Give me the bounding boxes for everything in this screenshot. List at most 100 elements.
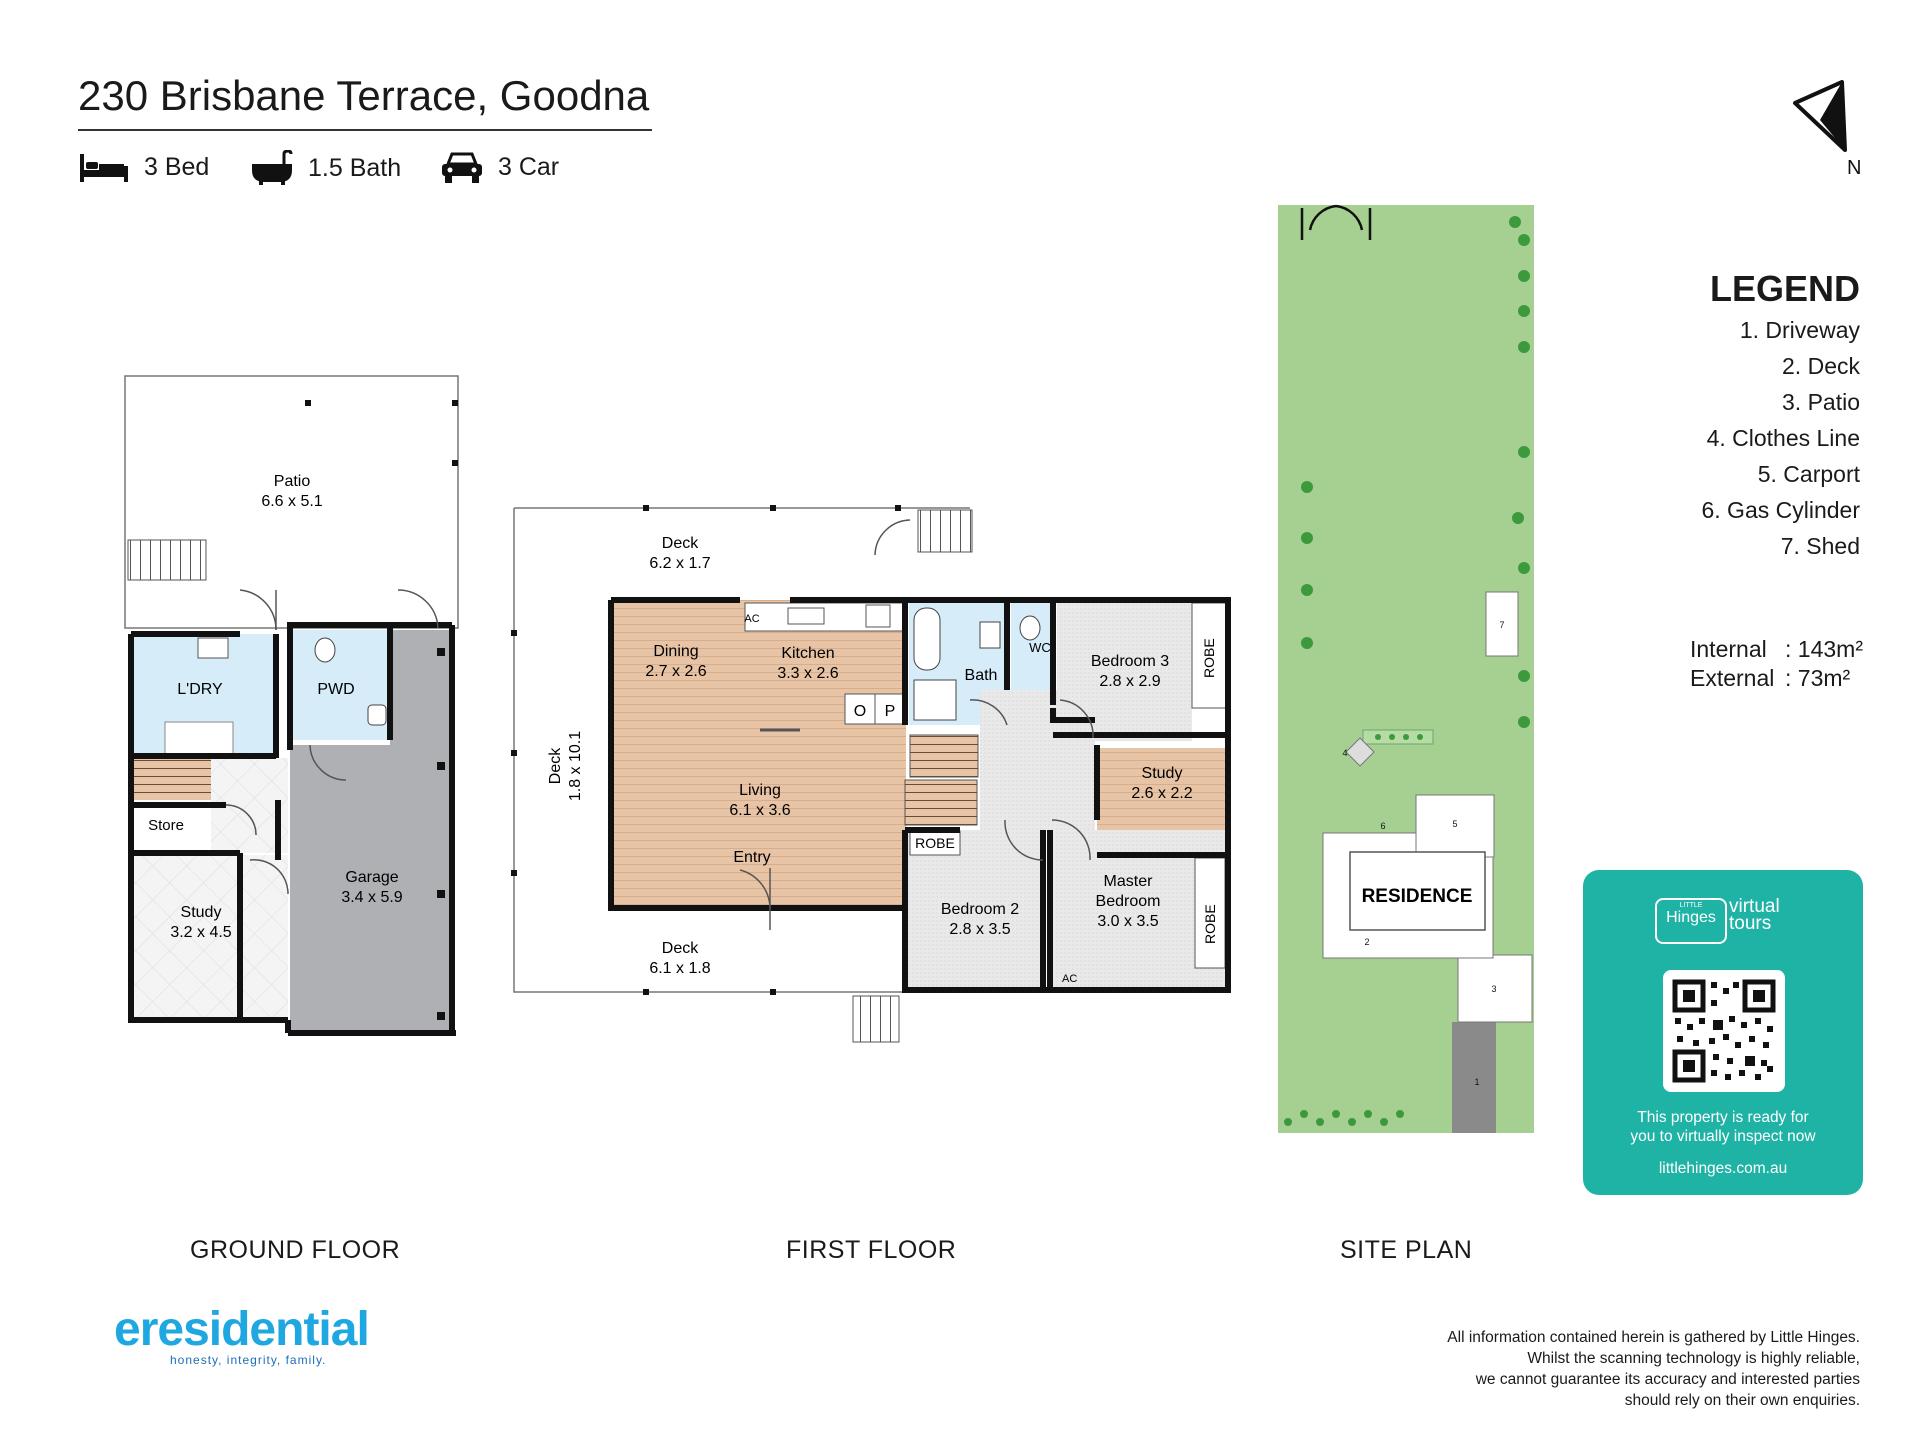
ground-study-label: Study bbox=[181, 904, 222, 921]
trees bbox=[1284, 216, 1530, 1126]
ground-floor-label: GROUND FLOOR bbox=[190, 1236, 401, 1264]
bedroom3-label: Bedroom 3 bbox=[1091, 653, 1169, 670]
deck-top-dim: 6.2 x 1.7 bbox=[649, 555, 710, 572]
bed-count: 3 Bed bbox=[144, 152, 210, 181]
disclaimer-line: we cannot guarantee its accuracy and int… bbox=[1475, 1371, 1860, 1388]
bath-feature: 1.5 Bath bbox=[250, 150, 401, 186]
kitchen-label: Kitchen bbox=[781, 645, 834, 662]
site-marker: 6 bbox=[1380, 821, 1385, 831]
qr-code[interactable] bbox=[1663, 970, 1785, 1092]
brand-line1: virtual bbox=[1729, 896, 1780, 917]
car-count: 3 Car bbox=[498, 152, 560, 181]
first-study-label: Study bbox=[1142, 765, 1183, 782]
bedroom3-dim: 2.8 x 2.9 bbox=[1099, 673, 1160, 690]
hinges-logo-box: LITTLE Hinges bbox=[1655, 898, 1727, 944]
property-address-title: 230 Brisbane Terrace, Goodna bbox=[78, 72, 650, 119]
bath-count: 1.5 Bath bbox=[308, 153, 402, 182]
external-area-value: : 73m² bbox=[1785, 665, 1851, 691]
site-marker: 3 bbox=[1491, 984, 1496, 994]
site-marker: 5 bbox=[1452, 819, 1457, 829]
deck-side-label: Deck bbox=[547, 747, 564, 784]
entry-label: Entry bbox=[733, 849, 770, 866]
legend-list: 1. Driveway 2. Deck 3. Patio 4. Clothes … bbox=[1701, 312, 1860, 564]
brand-line2: tours bbox=[1729, 913, 1772, 934]
wc-label: WC bbox=[1029, 640, 1051, 655]
living-label: Living bbox=[739, 782, 781, 799]
patio-area bbox=[124, 375, 459, 629]
garage-room bbox=[290, 745, 452, 1033]
master-dim: 3.0 x 3.5 bbox=[1097, 913, 1158, 930]
vt-message: This property is ready for you to virtua… bbox=[1583, 1108, 1863, 1146]
deck-stairs-bottom bbox=[852, 995, 900, 1043]
living-dim: 6.1 x 3.6 bbox=[729, 802, 790, 819]
dining-label: Dining bbox=[653, 643, 698, 660]
bedroom-2 bbox=[908, 830, 1043, 990]
car-feature: 3 Car bbox=[440, 150, 559, 184]
legend-item: 5. Carport bbox=[1757, 461, 1860, 487]
site-plan: RESIDENCE 1 2 3 4 5 6 7 bbox=[1278, 204, 1534, 1133]
deck-side-dim: 1.8 x 10.1 bbox=[567, 731, 584, 801]
first-floor-plan: Deck 6.2 x 1.7 Deck 1.8 x 10.1 Dining 2.… bbox=[511, 505, 1231, 1043]
site-marker: 1 bbox=[1474, 1077, 1479, 1087]
site-marker: 7 bbox=[1499, 620, 1504, 630]
first-study-dim: 2.6 x 2.2 bbox=[1131, 785, 1192, 802]
bed-icon bbox=[80, 154, 128, 182]
kitchen-ac-label: AC bbox=[744, 613, 759, 625]
deck-stairs-top bbox=[917, 509, 973, 553]
vt-message-line1: This property is ready for bbox=[1637, 1109, 1809, 1126]
north-arrow-icon: N bbox=[1793, 80, 1861, 179]
qr-code-icon bbox=[1672, 979, 1776, 1083]
store-label: Store bbox=[148, 817, 184, 834]
bed-feature: 3 Bed bbox=[78, 150, 209, 184]
external-area-label: External bbox=[1690, 665, 1775, 691]
ground-floor-plan: Patio 6.6 x 5.1 L'DRY PWD Store Study 3.… bbox=[124, 375, 459, 1036]
first-floor-label: FIRST FLOOR bbox=[786, 1236, 957, 1264]
legend-item: 2. Deck bbox=[1782, 353, 1860, 379]
shed bbox=[1485, 591, 1519, 657]
legend-item: 3. Patio bbox=[1782, 389, 1860, 415]
legend-item: 6. Gas Cylinder bbox=[1701, 497, 1860, 523]
agency-tagline: honesty, integrity, family. bbox=[170, 1353, 327, 1367]
brand-name: Hinges bbox=[1666, 909, 1716, 926]
site-plan-label: SITE PLAN bbox=[1340, 1236, 1473, 1264]
internal-area-value: : 143m² bbox=[1785, 636, 1863, 662]
deck-bottom-dim: 6.1 x 1.8 bbox=[649, 960, 710, 977]
store-room bbox=[131, 805, 226, 853]
ground-study-room bbox=[131, 855, 288, 1017]
deck-bottom-label: Deck bbox=[662, 940, 699, 957]
internal-area-label: Internal bbox=[1690, 636, 1767, 662]
patio-dim: 6.6 x 5.1 bbox=[261, 493, 322, 510]
driveway bbox=[1452, 1022, 1496, 1133]
brand-tagline: virtual tours bbox=[1729, 896, 1780, 934]
bedroom2-dim: 2.8 x 3.5 bbox=[949, 921, 1010, 938]
living-dining-floor bbox=[611, 600, 906, 908]
ground-stairs bbox=[131, 758, 211, 800]
disclaimer-line: All information contained herein is gath… bbox=[1447, 1329, 1860, 1346]
dining-dim: 2.7 x 2.6 bbox=[645, 663, 706, 680]
patio-label: Patio bbox=[274, 473, 311, 490]
legend-item: 4. Clothes Line bbox=[1706, 425, 1860, 451]
bathtub-icon bbox=[252, 150, 293, 185]
vt-url-link[interactable]: littlehinges.com.au bbox=[1658, 1160, 1788, 1177]
north-compass: N bbox=[1790, 78, 1861, 183]
agency-logo: eresidential bbox=[114, 1302, 370, 1357]
patio-stairs bbox=[127, 539, 207, 581]
car-icon bbox=[442, 152, 482, 183]
master-label-line2: Bedroom bbox=[1096, 893, 1161, 910]
robe-label: ROBE bbox=[1201, 638, 1217, 678]
bedroom2-label: Bedroom 2 bbox=[941, 901, 1019, 918]
virtual-tour-card[interactable]: LITTLE Hinges virtual tours Thi bbox=[1583, 870, 1863, 1195]
legend-item: 1. Driveway bbox=[1739, 317, 1860, 343]
fridge-o-label: O bbox=[854, 703, 866, 720]
vt-message-line2: you to virtually inspect now bbox=[1630, 1128, 1816, 1145]
robe-label: ROBE bbox=[1202, 904, 1218, 944]
brand-small: LITTLE bbox=[1679, 902, 1703, 909]
master-label-line1: Master bbox=[1104, 873, 1154, 890]
disclaimer-line: should rely on their own enquiries. bbox=[1624, 1392, 1860, 1409]
legend-item: 7. Shed bbox=[1780, 533, 1860, 559]
legend-heading: LEGEND bbox=[1709, 268, 1860, 309]
agency-logo-text: eresidential bbox=[114, 1303, 370, 1356]
site-marker: 4 bbox=[1342, 748, 1347, 758]
north-label: N bbox=[1847, 157, 1860, 178]
